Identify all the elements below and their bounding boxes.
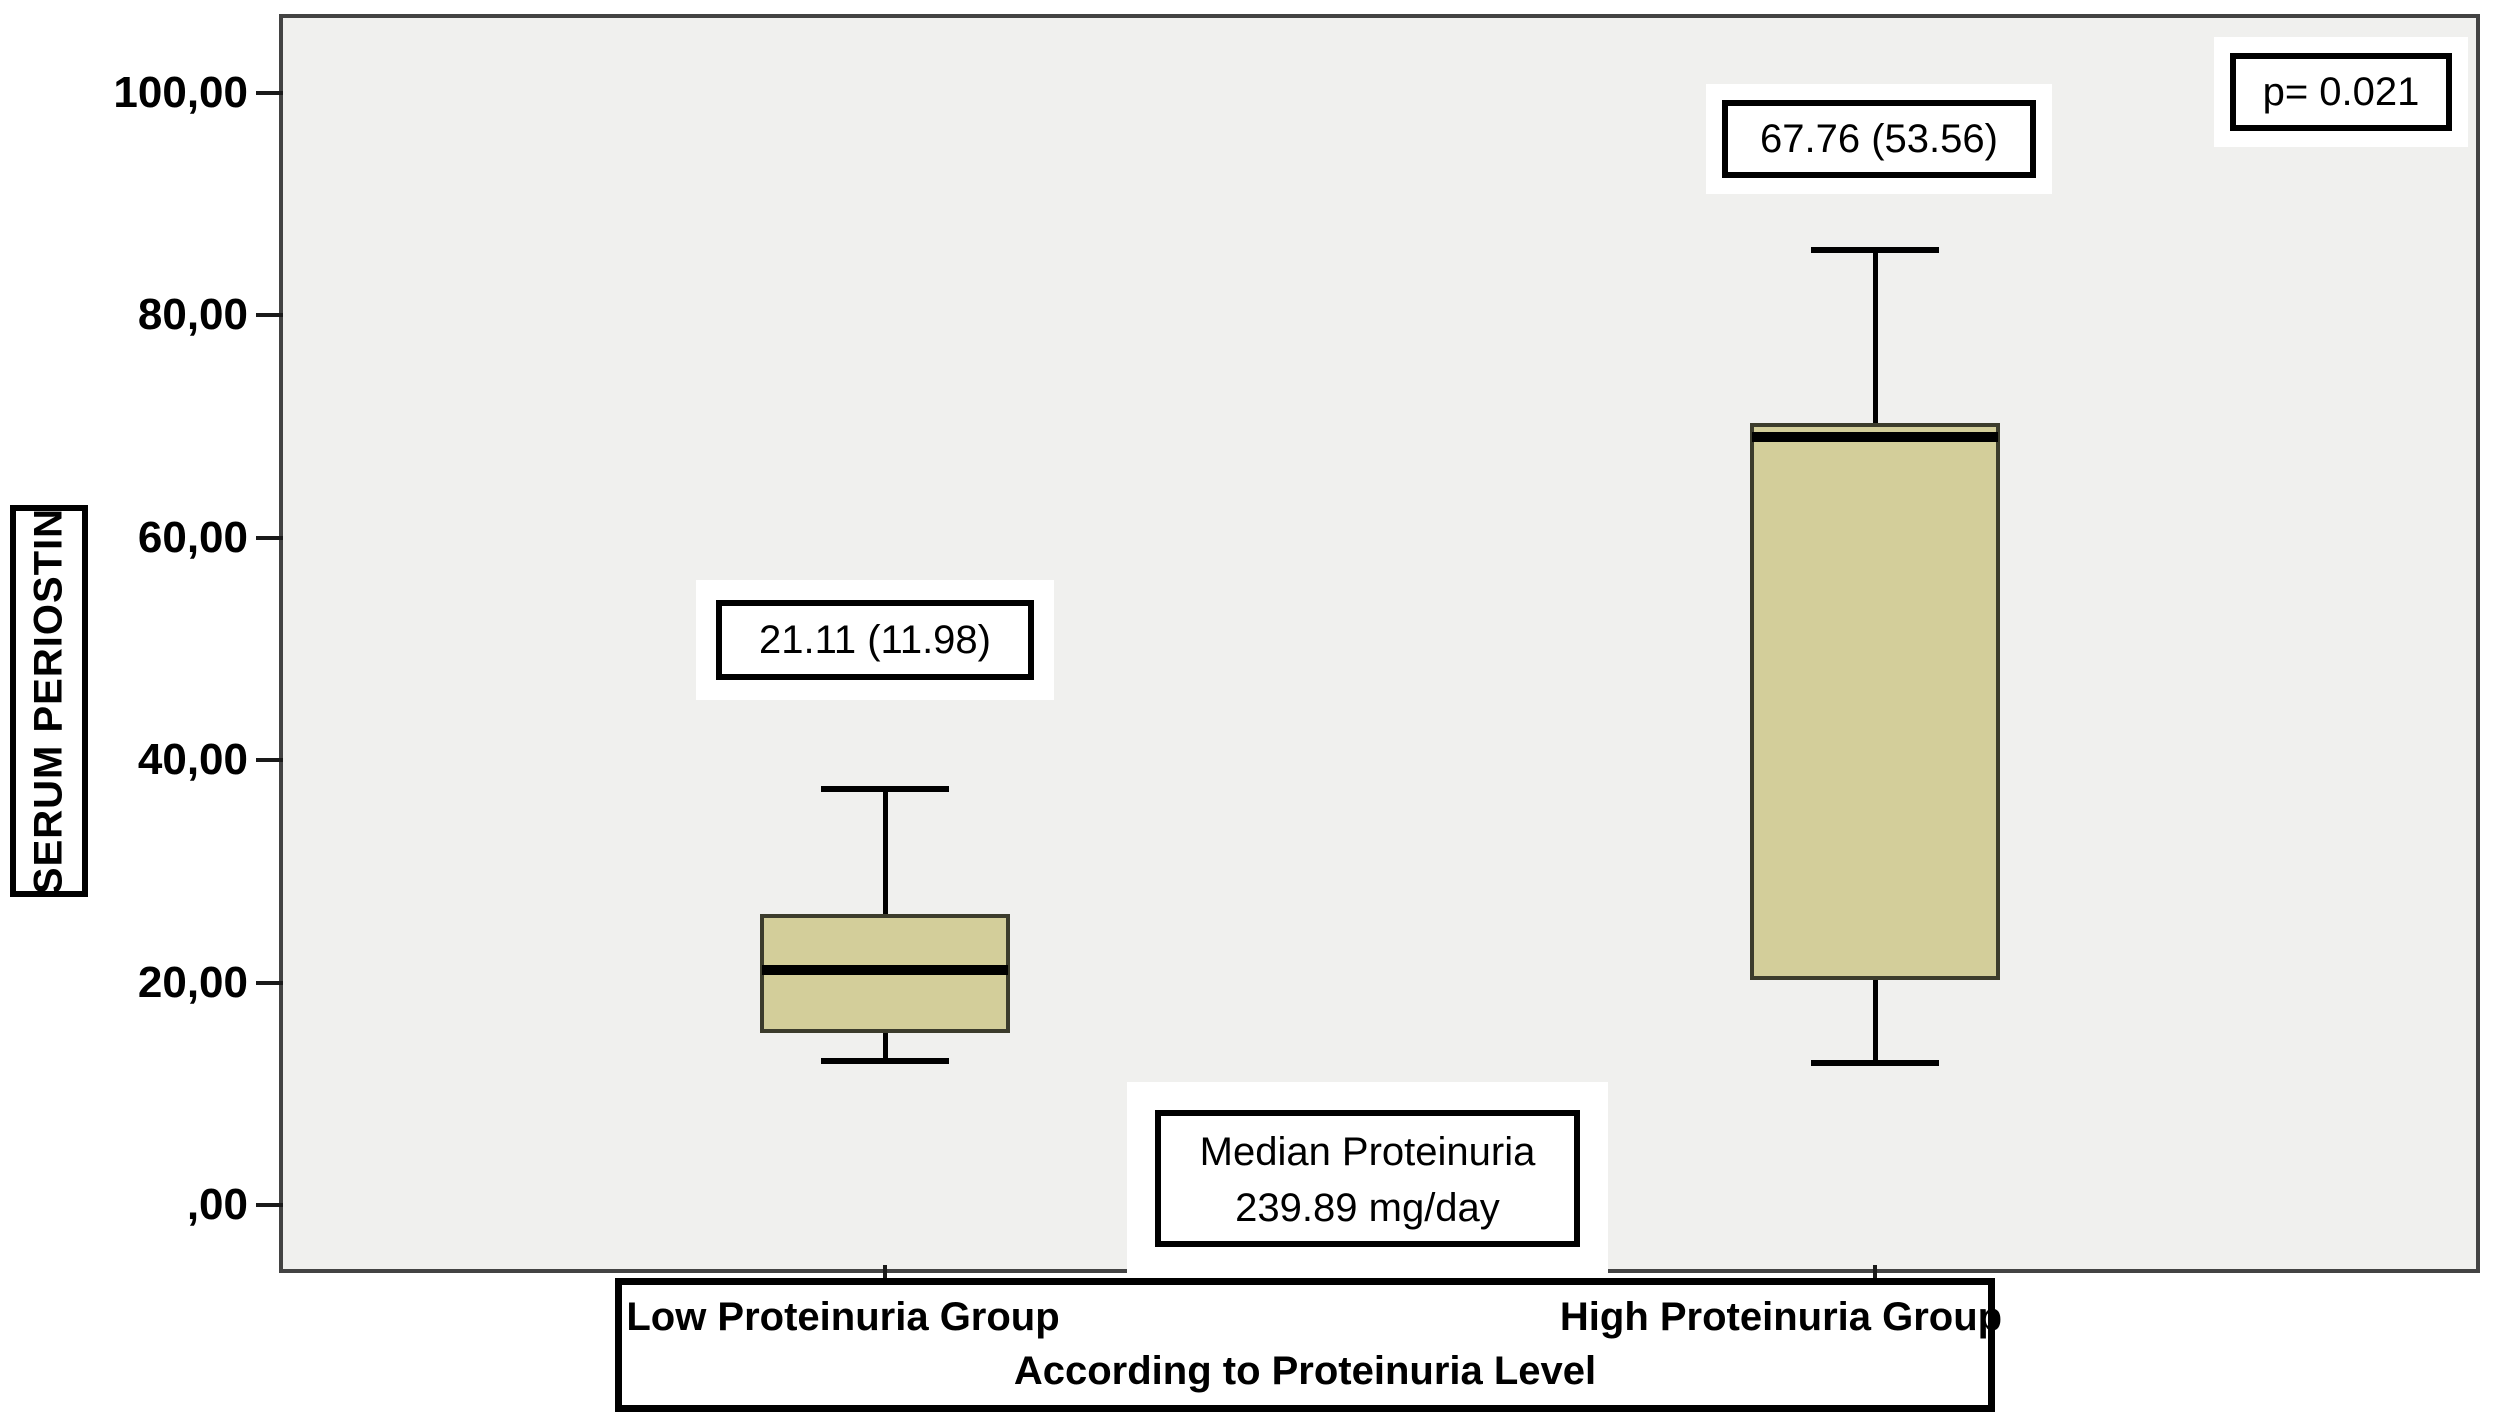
lower-whisker [883, 1032, 888, 1062]
x-axis-title: According to Proteinuria Level [1013, 1349, 1597, 1393]
median-line [1752, 432, 1998, 443]
y-axis-title-box: SERUM PERIOSTIN [10, 505, 88, 897]
median-line [762, 965, 1008, 976]
x-label-high-group: High Proteinuria Group [1559, 1295, 2003, 1339]
p-value-box: p= 0.021 [2230, 53, 2452, 131]
category-tick [1873, 1265, 1877, 1279]
upper-whisker [1873, 250, 1878, 423]
y-tick-label: ,00 [186, 1180, 248, 1229]
y-tick-label: 40,00 [137, 735, 248, 784]
x-axis-label-box: Low Proteinuria Group High Proteinuria G… [615, 1278, 2002, 1412]
y-tick-mark [256, 90, 283, 95]
plot-area [279, 14, 2480, 1273]
y-tick-mark [256, 313, 283, 317]
annotation-low-median-iqr: 21.11 (11.98) [716, 600, 1034, 680]
y-tick-mark [256, 758, 283, 762]
median-proteinuria-box: Median Proteinuria 239.89 mg/day [1155, 1110, 1580, 1247]
x-label-low-group: Low Proteinuria Group [626, 1295, 1060, 1339]
y-tick-mark [256, 1203, 283, 1207]
median-proteinuria-line2: 239.89 mg/day [1235, 1186, 1500, 1230]
y-tick-label: 20,00 [137, 957, 248, 1007]
y-tick-label: 60,00 [137, 512, 248, 562]
median-proteinuria-line1: Median Proteinuria [1199, 1130, 1536, 1174]
lower-whisker-cap [1811, 1059, 1939, 1066]
lower-whisker-cap [821, 1058, 949, 1065]
y-tick-label: 80,00 [137, 290, 248, 339]
upper-whisker-cap [821, 785, 949, 792]
y-tick-mark [256, 535, 283, 540]
annotation-high-median-iqr: 67.76 (53.56) [1722, 100, 2036, 178]
y-axis-title: SERUM PERIOSTIN [26, 507, 71, 895]
lower-whisker [1873, 980, 1878, 1063]
y-tick-label: 100,00 [113, 67, 248, 117]
y-tick-mark [256, 980, 283, 985]
iqr-box [1750, 422, 2000, 981]
upper-whisker [883, 788, 888, 914]
category-tick [883, 1265, 887, 1279]
upper-whisker-cap [1811, 247, 1939, 254]
